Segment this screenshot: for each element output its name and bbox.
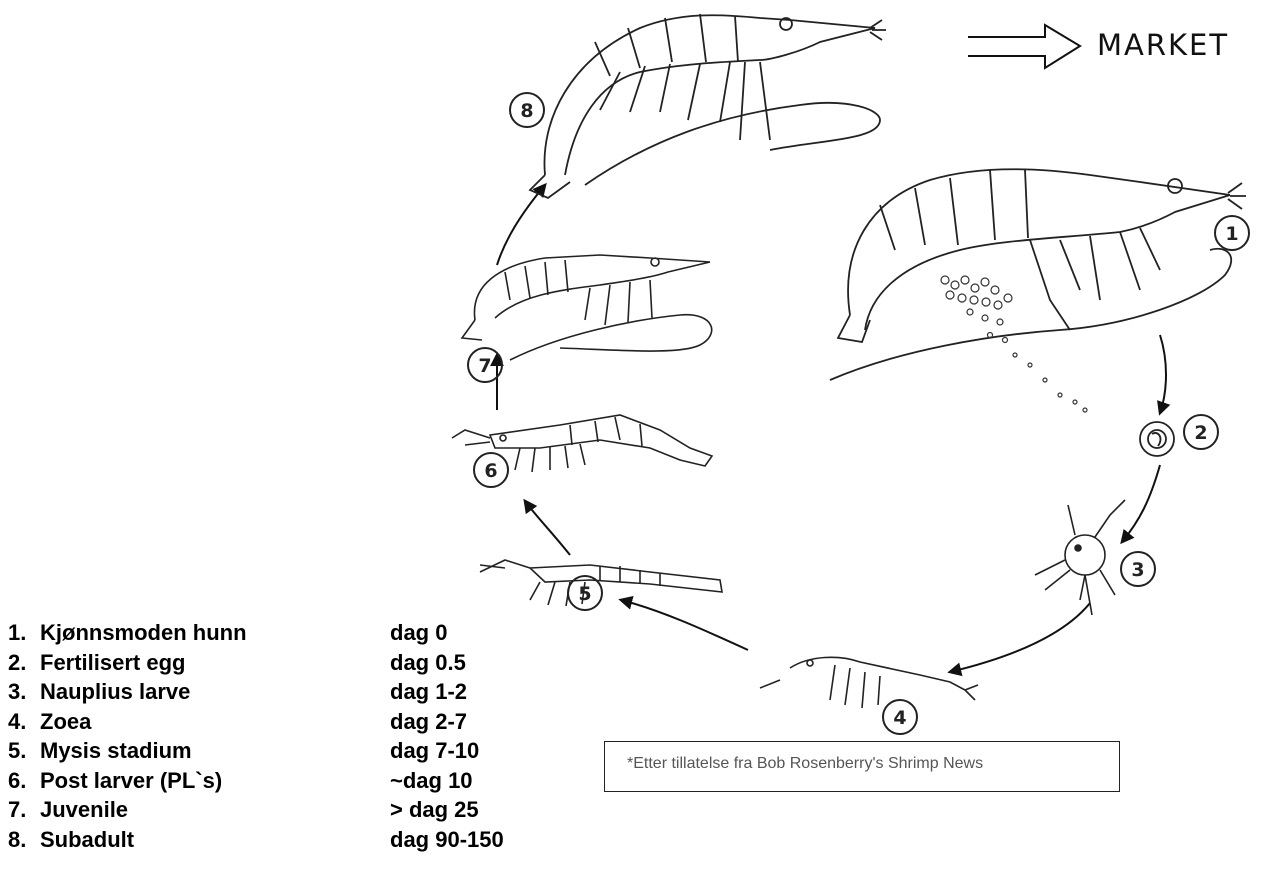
stage-row: 2. Fertilisert egg dag 0.5 [8,648,618,678]
stage-day: dag 90-150 [390,825,504,855]
stage-marker-6: 6 [484,460,497,482]
stage-name: Post larver (PL`s) [40,766,222,796]
stage-marker-8: 8 [520,100,533,122]
stage-row: 5. Mysis stadium dag 7-10 [8,736,618,766]
credit-box: *Etter tillatelse fra Bob Rosenberry's S… [604,741,1120,792]
stage-marker-7: 7 [478,355,491,377]
credit-text: *Etter tillatelse fra Bob Rosenberry's S… [627,755,983,773]
arrow-5-to-6 [525,501,570,555]
stage-day: ~dag 10 [390,766,473,796]
cycle-arrows [497,185,1166,672]
juvenile-shrimp-icon [462,255,712,360]
stage-name: Kjønnsmoden hunn [40,618,247,648]
stage-name: Zoea [40,707,91,737]
stage-row: 1. Kjønnsmoden hunn dag 0 [8,618,618,648]
fertilized-egg-icon [1140,422,1174,456]
stage-marker-4: 4 [893,707,906,729]
stage-marker-3: 3 [1131,559,1144,581]
market-label: MARKET [1097,28,1229,62]
nauplius-larva-icon [1035,500,1125,615]
arrow-7-to-8 [497,185,545,265]
stage-day: dag 0.5 [390,648,466,678]
arrow-2-to-3 [1122,465,1160,542]
stage-name: Nauplius larve [40,677,190,707]
mature-female-shrimp-icon [830,169,1246,380]
stage-name: Subadult [40,825,134,855]
stage-marker-2: 2 [1194,422,1207,444]
stage-row: 8. Subadult dag 90-150 [8,825,618,855]
stage-day: dag 1-2 [390,677,467,707]
stage-name: Fertilisert egg [40,648,185,678]
zoea-larva-icon [760,657,978,708]
stage-row: 6. Post larver (PL`s) ~dag 10 [8,766,618,796]
stage-day: dag 0 [390,618,447,648]
arrow-4-to-5 [621,600,748,650]
stage-day: dag 2-7 [390,707,467,737]
arrow-1-to-2 [1160,335,1166,413]
arrow-3-to-4 [950,603,1090,672]
stage-day: dag 7-10 [390,736,479,766]
stage-day: > dag 25 [390,795,479,825]
stage-marker-1: 1 [1225,223,1238,245]
stage-row: 7. Juvenile > dag 25 [8,795,618,825]
egg-cluster [941,276,1087,412]
subadult-shrimp-icon [530,14,886,198]
stage-row: 3. Nauplius larve dag 1-2 [8,677,618,707]
stage-name: Mysis stadium [40,736,192,766]
stage-marker-5: 5 [578,583,591,605]
market-arrow-icon [968,25,1080,68]
stage-row: 4. Zoea dag 2-7 [8,707,618,737]
stage-name: Juvenile [40,795,128,825]
